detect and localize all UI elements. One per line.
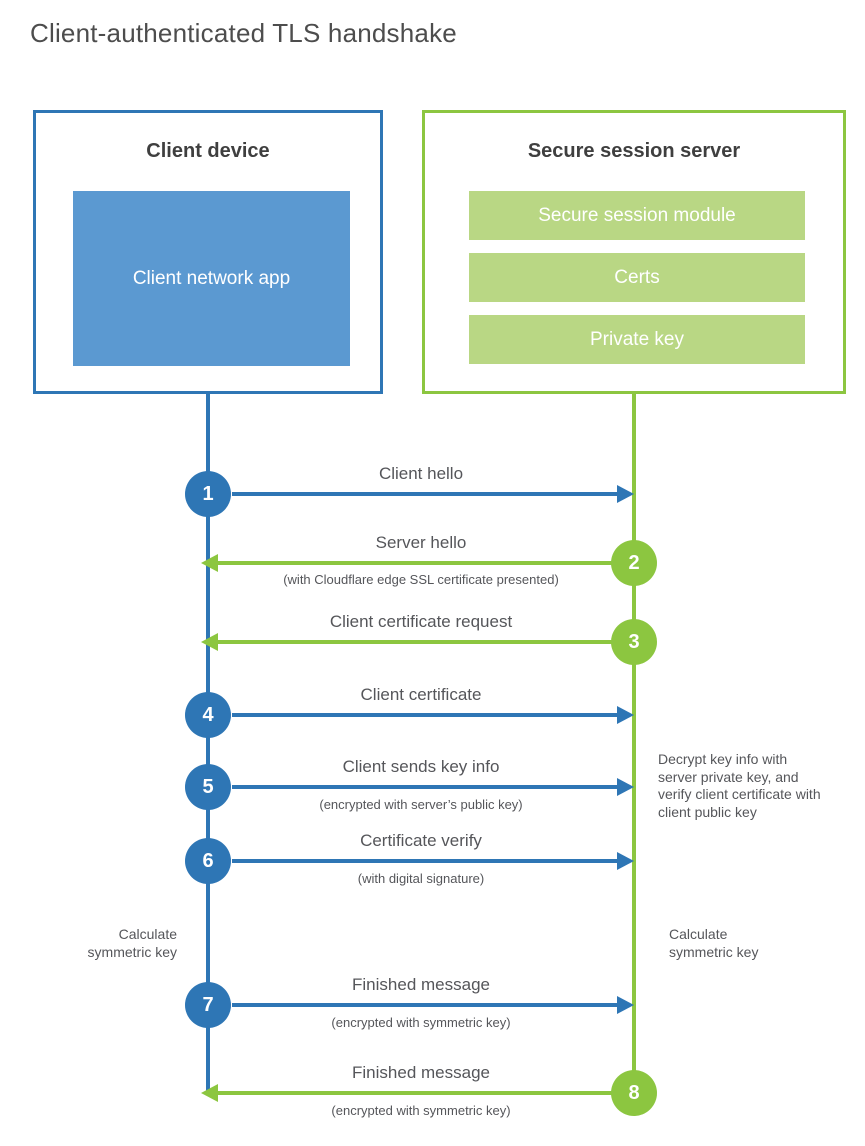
- step-4-arrow: [232, 713, 618, 717]
- client-lifeline: [206, 392, 210, 1095]
- arrow-left-icon: [201, 554, 218, 572]
- arrow-right-icon: [617, 852, 634, 870]
- step-8-badge: 8: [611, 1070, 657, 1116]
- step-6-sublabel: (with digital signature): [357, 871, 485, 886]
- step-7-arrow: [232, 1003, 618, 1007]
- step-1-badge: 1: [185, 471, 231, 517]
- step-2-label: Server hello: [375, 533, 467, 552]
- step-4-badge: 4: [185, 692, 231, 738]
- step-8-arrow: [218, 1091, 612, 1095]
- step-6-arrow: [232, 859, 618, 863]
- step-7-badge: 7: [185, 982, 231, 1028]
- secure-session-server-title: Secure session server: [527, 140, 741, 162]
- step-2-badge: 2: [611, 540, 657, 586]
- arrow-left-icon: [201, 1084, 218, 1102]
- client-network-app-box: Client network app: [73, 191, 350, 366]
- step-5-sublabel: (encrypted with server’s public key): [319, 797, 523, 812]
- step-8-label: Finished message: [352, 1063, 490, 1082]
- secure-session-server-box: Secure session server Secure session mod…: [422, 110, 846, 394]
- step-5-arrow: [232, 785, 618, 789]
- calculate-symmetric-key-client-note: Calculate symmetric key: [87, 926, 177, 960]
- step-7-label: Finished message: [352, 975, 490, 994]
- client-device-title: Client device: [146, 140, 270, 162]
- step-8-sublabel: (encrypted with symmetric key): [331, 1103, 511, 1118]
- arrow-left-icon: [201, 633, 218, 651]
- step-2-arrow: [218, 561, 612, 565]
- step-4-label: Client certificate: [360, 685, 482, 704]
- step-6-label: Certificate verify: [360, 831, 482, 850]
- step-5-label: Client sends key info: [342, 757, 500, 776]
- client-device-box: Client device Client network app: [33, 110, 383, 394]
- private-key-bar: Private key: [469, 315, 805, 364]
- step-7-sublabel: (encrypted with symmetric key): [331, 1015, 511, 1030]
- arrow-right-icon: [617, 996, 634, 1014]
- calculate-symmetric-key-server-note: Calculate symmetric key: [669, 926, 759, 960]
- arrow-right-icon: [617, 778, 634, 796]
- client-network-app-label: Client network app: [132, 267, 291, 289]
- step-3-arrow: [218, 640, 612, 644]
- secure-session-module-bar: Secure session module: [469, 191, 805, 240]
- step-2-sublabel: (with Cloudflare edge SSL certificate pr…: [283, 572, 559, 587]
- step-5-badge: 5: [185, 764, 231, 810]
- step-6-badge: 6: [185, 838, 231, 884]
- server-lifeline: [632, 392, 636, 1093]
- step-3-badge: 3: [611, 619, 657, 665]
- arrow-right-icon: [617, 485, 634, 503]
- page-title: Client-authenticated TLS handshake: [30, 18, 457, 48]
- step-1-label: Client hello: [378, 464, 464, 483]
- step-1-arrow: [232, 492, 618, 496]
- certs-bar: Certs: [469, 253, 805, 302]
- decrypt-key-note: Decrypt key info with server private key…: [658, 751, 821, 820]
- arrow-right-icon: [617, 706, 634, 724]
- step-3-label: Client certificate request: [329, 612, 513, 631]
